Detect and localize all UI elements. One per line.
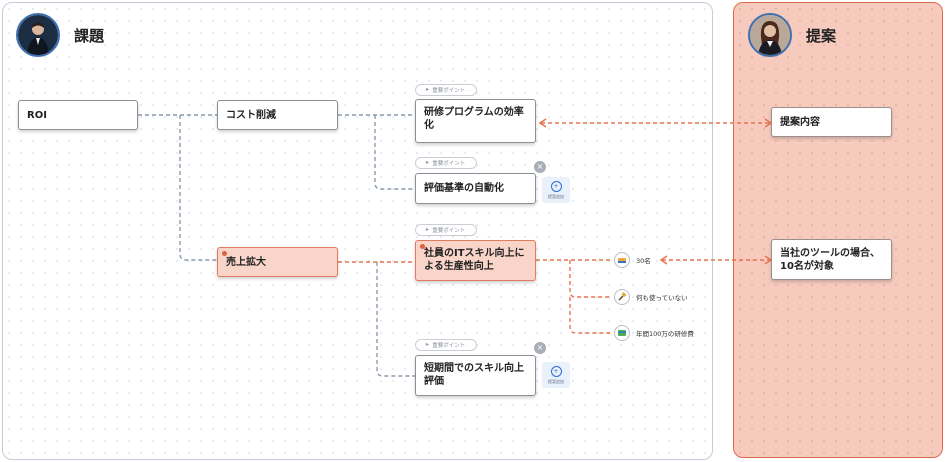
man-avatar-icon: [16, 13, 60, 57]
proposals-panel: [733, 2, 943, 458]
node-it-skill[interactable]: 社員のITスキル向上による生産性向上: [415, 240, 536, 281]
alert-dot-icon: [420, 244, 425, 249]
add-proposal-button[interactable]: + 提案追加: [542, 177, 570, 203]
connector-roi-sales: [179, 115, 217, 261]
add-proposal-icon: +: [550, 365, 562, 377]
hammer-icon: [614, 289, 630, 305]
node-label: 社員のITスキル向上による生産性向上: [424, 248, 525, 272]
node-short-term-eval[interactable]: 短期間でのスキル向上評価: [415, 355, 536, 396]
connector-sales-shortterm: [376, 262, 415, 377]
key-point-badge: ➤ 重要ポイント: [415, 84, 477, 96]
add-proposal-icon: +: [550, 180, 562, 192]
key-point-badge: ➤ 重要ポイント: [415, 224, 477, 236]
node-label: 当社のツールの場合、10名が対象: [780, 247, 880, 272]
leaf-unused[interactable]: 何も使っていない: [614, 289, 688, 305]
proposals-title: 提案: [806, 26, 837, 45]
key-point-badge: ➤ 重要ポイント: [415, 157, 477, 169]
node-training-efficiency[interactable]: 研修プログラムの効率化: [415, 99, 536, 143]
connector-itskill-cost: [569, 297, 611, 334]
add-proposal-button[interactable]: + 提案追加: [542, 362, 570, 388]
woman-avatar-icon: [748, 13, 792, 57]
arrowhead-count: [659, 255, 668, 265]
leaf-label: 30名: [636, 257, 651, 265]
add-proposal-label: 提案追加: [548, 193, 564, 199]
node-roi[interactable]: ROI: [18, 100, 138, 130]
node-label: 評価基準の自動化: [424, 183, 504, 194]
node-label: 短期間でのスキル向上評価: [424, 363, 524, 387]
close-icon[interactable]: ×: [534, 342, 546, 354]
key-point-badge: ➤ 重要ポイント: [415, 339, 477, 351]
connector-cost-eval: [374, 115, 415, 190]
proposal-content[interactable]: 提案内容: [771, 107, 892, 137]
leaf-count[interactable]: 30名: [614, 252, 651, 268]
node-sales-expansion[interactable]: 売上拡大: [217, 247, 338, 277]
badge-label: 重要ポイント: [432, 161, 466, 167]
cursor-icon: ➤: [425, 160, 430, 166]
cursor-icon: ➤: [425, 227, 430, 233]
badge-label: 重要ポイント: [432, 88, 466, 94]
node-label: 研修プログラムの効率化: [424, 107, 524, 131]
proposal-our-tool[interactable]: 当社のツールの場合、10名が対象: [771, 239, 892, 280]
leaf-label: 年間100万の研修費: [636, 330, 694, 338]
issues-title: 課題: [74, 26, 105, 45]
money-icon: [614, 325, 630, 341]
cursor-icon: ➤: [425, 342, 430, 348]
badge-label: 重要ポイント: [432, 343, 466, 349]
connector-itskill-unused: [569, 260, 611, 298]
leaf-annual-cost[interactable]: 年間100万の研修費: [614, 325, 694, 341]
badge-label: 重要ポイント: [432, 228, 466, 234]
arrowhead-training: [538, 118, 547, 128]
node-eval-automation[interactable]: 評価基準の自動化: [415, 173, 536, 204]
node-label: ROI: [27, 109, 47, 121]
people-icon: [614, 252, 630, 268]
close-icon[interactable]: ×: [534, 161, 546, 173]
add-proposal-label: 提案追加: [548, 378, 564, 384]
alert-dot-icon: [222, 251, 227, 256]
proposals-header: 提案: [748, 13, 836, 57]
node-label: 提案内容: [780, 116, 820, 128]
leaf-label: 何も使っていない: [636, 294, 688, 302]
node-label: 売上拡大: [226, 256, 266, 268]
node-label: コスト削減: [226, 109, 276, 121]
issues-header: 課題: [16, 13, 104, 57]
issues-panel: [2, 2, 713, 460]
cursor-icon: ➤: [425, 87, 430, 93]
node-cost-reduction[interactable]: コスト削減: [217, 100, 338, 130]
